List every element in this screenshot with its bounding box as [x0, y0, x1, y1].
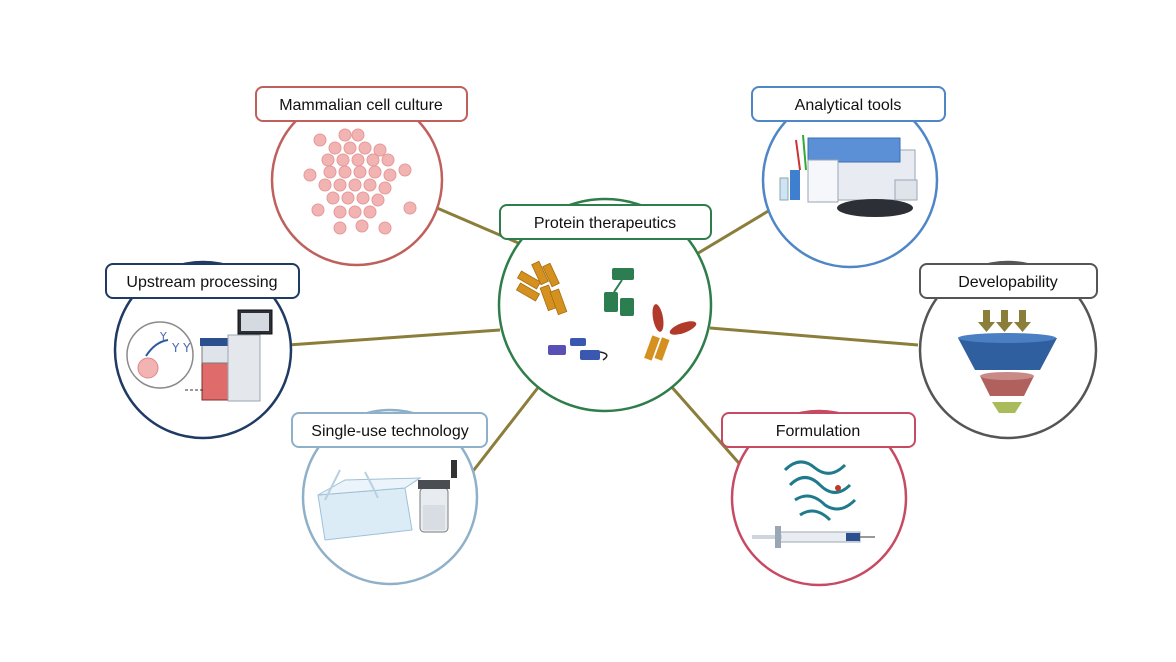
connectors — [287, 203, 919, 476]
protein-syringe-icon — [752, 460, 875, 548]
center-label: Protein therapeutics — [534, 215, 676, 232]
node-upstream-processing: Y Y Y Upstream processing — [105, 260, 300, 440]
fusion-protein-icon — [548, 338, 608, 361]
single-use-bag-icon — [317, 460, 457, 541]
connector-upstream — [287, 328, 501, 347]
upstream-label: Upstream processing — [126, 274, 277, 291]
node-protein-therapeutics: Protein therapeutics — [497, 197, 713, 413]
developability-label: Developability — [958, 274, 1058, 291]
svg-text:Y Y: Y Y — [171, 341, 191, 355]
cell-cluster-icon — [303, 128, 417, 235]
analytical-label: Analytical tools — [795, 97, 902, 114]
node-developability: Developability — [918, 260, 1098, 440]
singleuse-label: Single-use technology — [311, 423, 468, 440]
connector-developability — [709, 326, 919, 347]
node-single-use-technology: Single-use technology — [291, 408, 488, 586]
antibody-icon — [515, 260, 568, 316]
node-mammalian-cell-culture: Mammalian cell culture — [255, 86, 468, 267]
svg-text:Y: Y — [159, 330, 167, 343]
connector-mammalian — [429, 203, 531, 250]
node-formulation: Formulation — [721, 409, 916, 587]
bispecific-antibody-icon — [644, 304, 697, 361]
analytical-instrument-icon — [779, 134, 918, 217]
mammalian-label: Mammalian cell culture — [279, 97, 443, 114]
funnel-icon — [958, 310, 1057, 413]
connector-analytical — [689, 208, 771, 260]
node-analytical-tools: Analytical tools — [751, 86, 946, 269]
nanobody-icon — [604, 268, 634, 316]
bioreactor-icon: Y Y Y — [126, 309, 273, 402]
connector-formulation — [668, 384, 747, 471]
formulation-label: Formulation — [776, 423, 860, 440]
connector-singleuse — [468, 384, 542, 476]
